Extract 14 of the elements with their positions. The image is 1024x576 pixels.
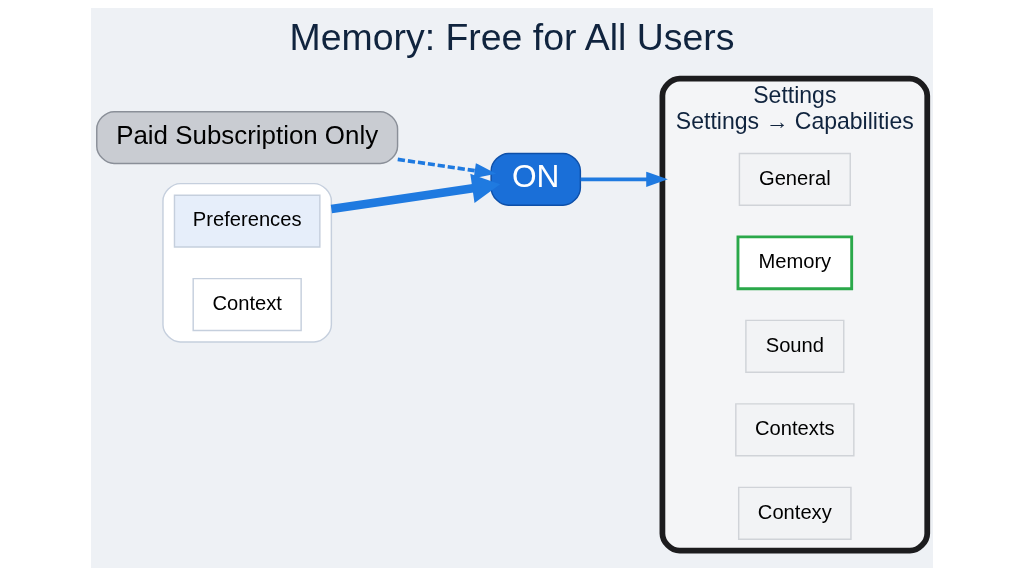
arrow	[397, 157, 497, 179]
arrow	[330, 173, 501, 214]
node-box: Sound	[745, 319, 845, 373]
node-box: Memory	[736, 235, 854, 291]
node-box: ON	[490, 152, 582, 206]
node-box: Contexts	[735, 403, 855, 457]
diagram-title: Memory: Free for All Users	[289, 15, 735, 58]
node-box: Preferences	[173, 194, 321, 248]
node-box: Paid Subscription Only	[96, 110, 399, 165]
node-box: Contexy	[737, 486, 852, 540]
cluster	[162, 182, 333, 343]
node-box: General	[738, 152, 851, 206]
node-box: Context	[192, 277, 302, 332]
arrow	[580, 171, 668, 187]
